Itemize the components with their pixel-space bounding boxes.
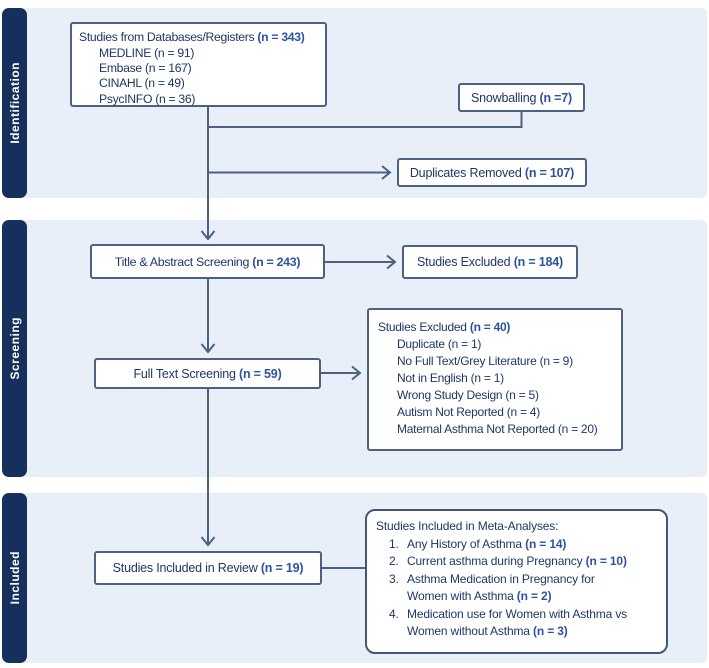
excluded-full-text-title: Studies Excluded (n = 40) <box>378 320 511 334</box>
box-studies-excluded-screening: Studies Excluded (n = 184) <box>402 245 578 279</box>
band-included-label: Included <box>7 551 22 605</box>
list-item: No Full Text/Grey Literature (n = 9) <box>397 354 573 368</box>
databases-title: Studies from Databases/Registers (n = 34… <box>79 30 305 44</box>
list-item: CINAHL (n = 49) <box>99 76 185 91</box>
box-studies-excluded-full-text: Studies Excluded (n = 40) Duplicate (n =… <box>367 308 623 451</box>
box-snowballing: Snowballing (n =7) <box>458 83 585 112</box>
excluded-full-text-list: Duplicate (n = 1) No Full Text/Grey Lite… <box>378 336 612 438</box>
list-item: Embase (n = 167) <box>99 61 192 76</box>
meta-analyses-title: Studies Included in Meta-Analyses: <box>376 519 559 533</box>
list-item: 3. Asthma Medication in Pregnancy for Wo… <box>389 571 595 604</box>
list-item: 1. Any History of Asthma (n = 14) <box>389 536 567 551</box>
box-title-abstract-screening: Title & Abstract Screening (n = 243) <box>90 244 325 279</box>
box-studies-included-review: Studies Included in Review (n = 19) <box>94 551 322 585</box>
list-item: MEDLINE (n = 91) <box>99 46 195 60</box>
band-identification-sidebar: Identification <box>2 8 27 198</box>
list-item: Autism Not Reported (n = 4) <box>397 405 540 419</box>
box-studies-from-databases: Studies from Databases/Registers (n = 34… <box>70 22 327 107</box>
list-item: 2. Current asthma during Pregnancy (n = … <box>389 554 627 568</box>
list-item: Maternal Asthma Not Reported (n = 20) <box>397 422 598 436</box>
list-item: 4. Medication use for Women with Asthma … <box>389 606 628 639</box>
list-item: Wrong Study Design (n = 5) <box>397 388 539 402</box>
list-item: Not in English (n = 1) <box>397 371 504 385</box>
list-item: PsycINFO (n = 36) <box>99 91 196 106</box>
databases-list: MEDLINE (n = 91) Embase (n = 167) CINAHL… <box>79 46 318 107</box>
band-screening-label: Screening <box>7 317 22 380</box>
list-item: Duplicate (n = 1) <box>397 337 482 351</box>
band-included-sidebar: Included <box>2 493 27 663</box>
box-duplicates-removed: Duplicates Removed (n = 107) <box>397 158 587 187</box>
band-screening-sidebar: Screening <box>2 220 27 477</box>
band-identification-label: Identification <box>7 62 22 144</box>
meta-analyses-list: 1. Any History of Asthma (n = 14) 2. Cur… <box>376 536 657 641</box>
box-full-text-screening: Full Text Screening (n = 59) <box>94 358 321 389</box>
box-studies-included-meta-analyses: Studies Included in Meta-Analyses: 1. An… <box>365 509 668 654</box>
